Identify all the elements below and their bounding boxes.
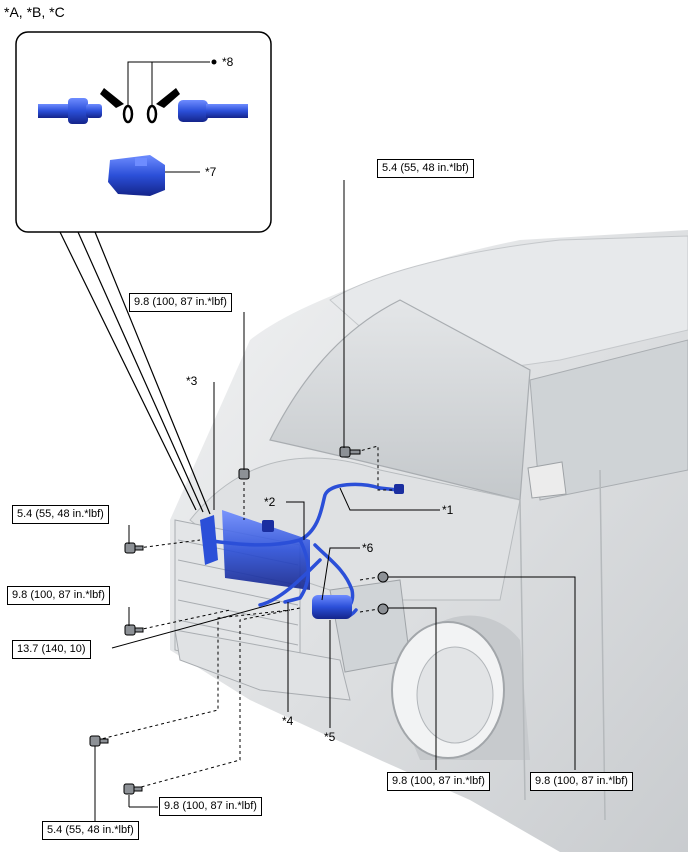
- torque-spec-left-upper: 5.4 (55, 48 in.*lbf): [12, 505, 109, 524]
- o-ring-leader: [127, 61, 210, 106]
- connector-part: [108, 155, 165, 196]
- callout-3: *3: [186, 374, 198, 388]
- callout-6: *6: [362, 541, 374, 555]
- detail-inset-frame: [15, 31, 272, 233]
- torque-spec-top-center: 9.8 (100, 87 in.*lbf): [129, 293, 232, 312]
- bolt-icons: [89, 446, 389, 795]
- o-ring-arrows: [100, 88, 180, 108]
- wire-connector-clips: [262, 484, 404, 619]
- torque-spec-bottom-right-b: 9.8 (100, 87 in.*lbf): [530, 772, 633, 791]
- part-leaders: [213, 382, 440, 728]
- callout-7: *7: [205, 165, 217, 179]
- hardware-dashed-lines: [96, 445, 395, 791]
- torque-spec-bottom-center: 9.8 (100, 87 in.*lbf): [159, 797, 262, 816]
- wire-harness: [203, 482, 400, 619]
- hose-end-left: [38, 98, 102, 124]
- vehicle-body: [170, 230, 688, 852]
- non-reusable-dot: [211, 59, 217, 65]
- torque-leaders: [94, 180, 576, 822]
- view-reference-label: *A, *B, *C: [4, 4, 65, 20]
- torque-spec-bottom-left: 5.4 (55, 48 in.*lbf): [42, 821, 139, 840]
- torque-spec-left-lower: 13.7 (140, 10): [12, 640, 91, 659]
- torque-spec-top-right: 5.4 (55, 48 in.*lbf): [377, 159, 474, 178]
- callout-1: *1: [442, 503, 454, 517]
- callout-5: *5: [324, 730, 336, 744]
- hose-end-right: [178, 100, 248, 122]
- callout-8: *8: [222, 55, 234, 69]
- callout-4: *4: [282, 714, 294, 728]
- callout-2: *2: [264, 495, 276, 509]
- torque-spec-left-middle: 9.8 (100, 87 in.*lbf): [7, 586, 110, 605]
- torque-spec-bottom-right-a: 9.8 (100, 87 in.*lbf): [387, 772, 490, 791]
- inset-leader-lines: [59, 231, 211, 515]
